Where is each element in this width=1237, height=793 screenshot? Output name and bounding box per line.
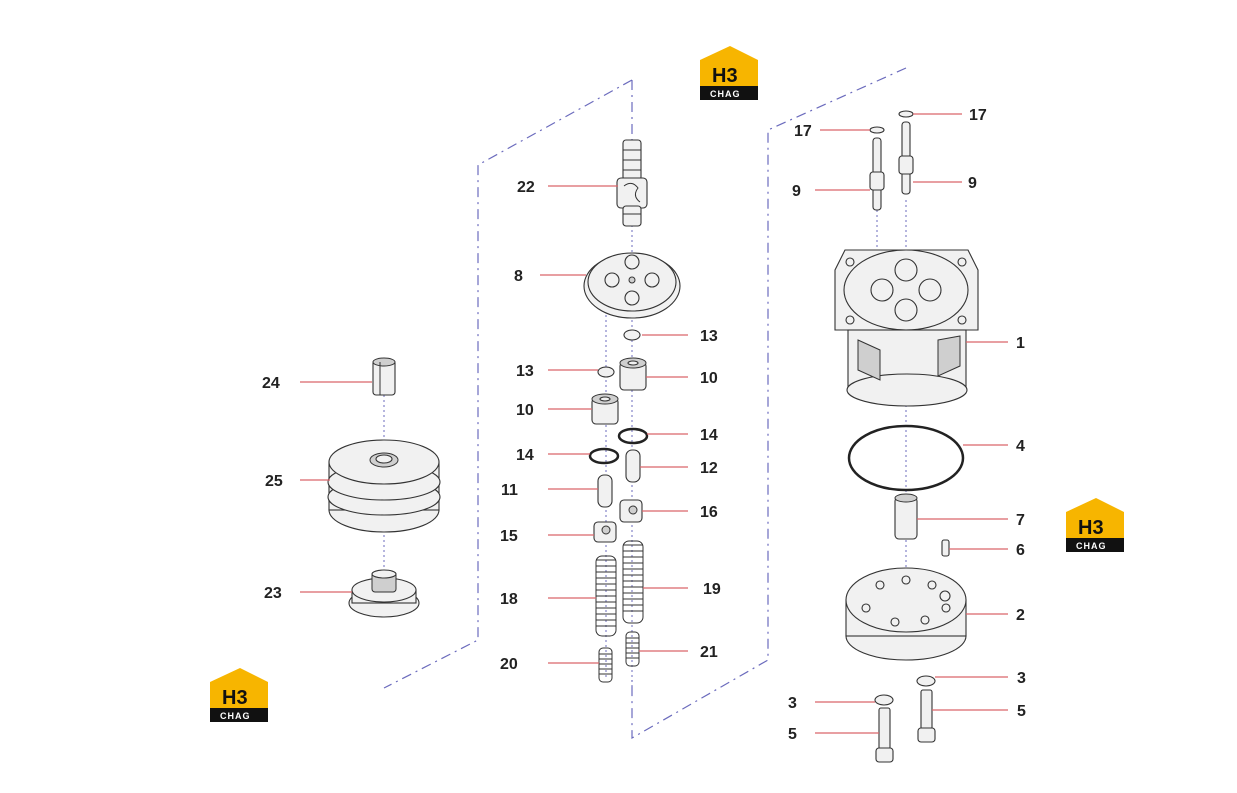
label-19: 19 — [703, 581, 721, 598]
label-14-right: 14 — [700, 427, 718, 444]
label-6: 6 — [1016, 542, 1025, 559]
part-23-base — [348, 569, 420, 618]
label-10-left: 10 — [516, 402, 534, 419]
label-2: 2 — [1016, 607, 1025, 624]
part-2-plate — [845, 567, 967, 661]
label-3-right: 3 — [1017, 670, 1026, 687]
label-24: 24 — [262, 375, 280, 392]
assembly-outline-middle — [383, 67, 907, 740]
logo-right-mark: H3 — [1078, 517, 1104, 539]
label-22: 22 — [517, 179, 535, 196]
label-17-left: 17 — [794, 123, 812, 140]
part-4-oring — [847, 424, 965, 492]
logo-right: H3 CHAG — [1066, 498, 1124, 552]
part-6-pin — [941, 539, 950, 557]
logo-right-sub: CHAG — [1076, 541, 1107, 551]
label-5-right: 5 — [1017, 703, 1026, 720]
label-13-left: 13 — [516, 363, 534, 380]
label-1: 1 — [1016, 335, 1025, 352]
part-18-19-springs — [595, 540, 644, 637]
logo-left-sub: CHAG — [220, 711, 251, 721]
part-15-16-seats — [593, 499, 643, 543]
label-16: 16 — [700, 504, 718, 521]
logo-left: H3 CHAG — [210, 668, 268, 722]
label-20: 20 — [500, 656, 518, 673]
part-22-shaft — [616, 139, 648, 227]
logo-top-mark: H3 — [712, 65, 738, 87]
part-11-12-pins — [597, 449, 641, 508]
part-labels: 24 25 23 22 8 13 13 10 10 14 14 12 11 16… — [262, 107, 1026, 743]
label-17-right: 17 — [969, 107, 987, 124]
part-25-bellows — [327, 439, 441, 533]
part-1-housing — [834, 249, 979, 407]
part-9-pins — [869, 121, 914, 211]
logo-top: H3 CHAG — [700, 46, 758, 100]
label-10-right: 10 — [700, 370, 718, 387]
label-4: 4 — [1016, 438, 1025, 455]
label-5-left: 5 — [788, 726, 797, 743]
part-24-nut — [372, 357, 396, 396]
part-10-plungers — [591, 357, 647, 425]
part-14-orings — [588, 427, 649, 465]
label-18: 18 — [500, 591, 518, 608]
center-axes — [383, 140, 907, 690]
label-9-left: 9 — [792, 183, 801, 200]
label-14-left: 14 — [516, 447, 534, 464]
label-13-right: 13 — [700, 328, 718, 345]
part-7-sleeve — [894, 493, 918, 540]
label-12: 12 — [700, 460, 718, 477]
label-7: 7 — [1016, 512, 1025, 529]
label-9-right: 9 — [968, 175, 977, 192]
label-3-left: 3 — [788, 695, 797, 712]
part-20-21-small-springs — [598, 631, 640, 683]
leader-lines — [300, 113, 1008, 734]
label-21: 21 — [700, 644, 718, 661]
label-11: 11 — [501, 482, 518, 499]
logo-left-mark: H3 — [222, 687, 248, 709]
part-8-plate — [583, 252, 681, 319]
part-5-bolts — [875, 689, 936, 763]
label-25: 25 — [265, 473, 283, 490]
part-13-washers — [597, 329, 641, 378]
label-23: 23 — [264, 585, 282, 602]
logo-top-sub: CHAG — [710, 89, 741, 99]
label-8: 8 — [514, 268, 523, 285]
label-15: 15 — [500, 528, 518, 545]
part-3-washers — [874, 675, 936, 706]
